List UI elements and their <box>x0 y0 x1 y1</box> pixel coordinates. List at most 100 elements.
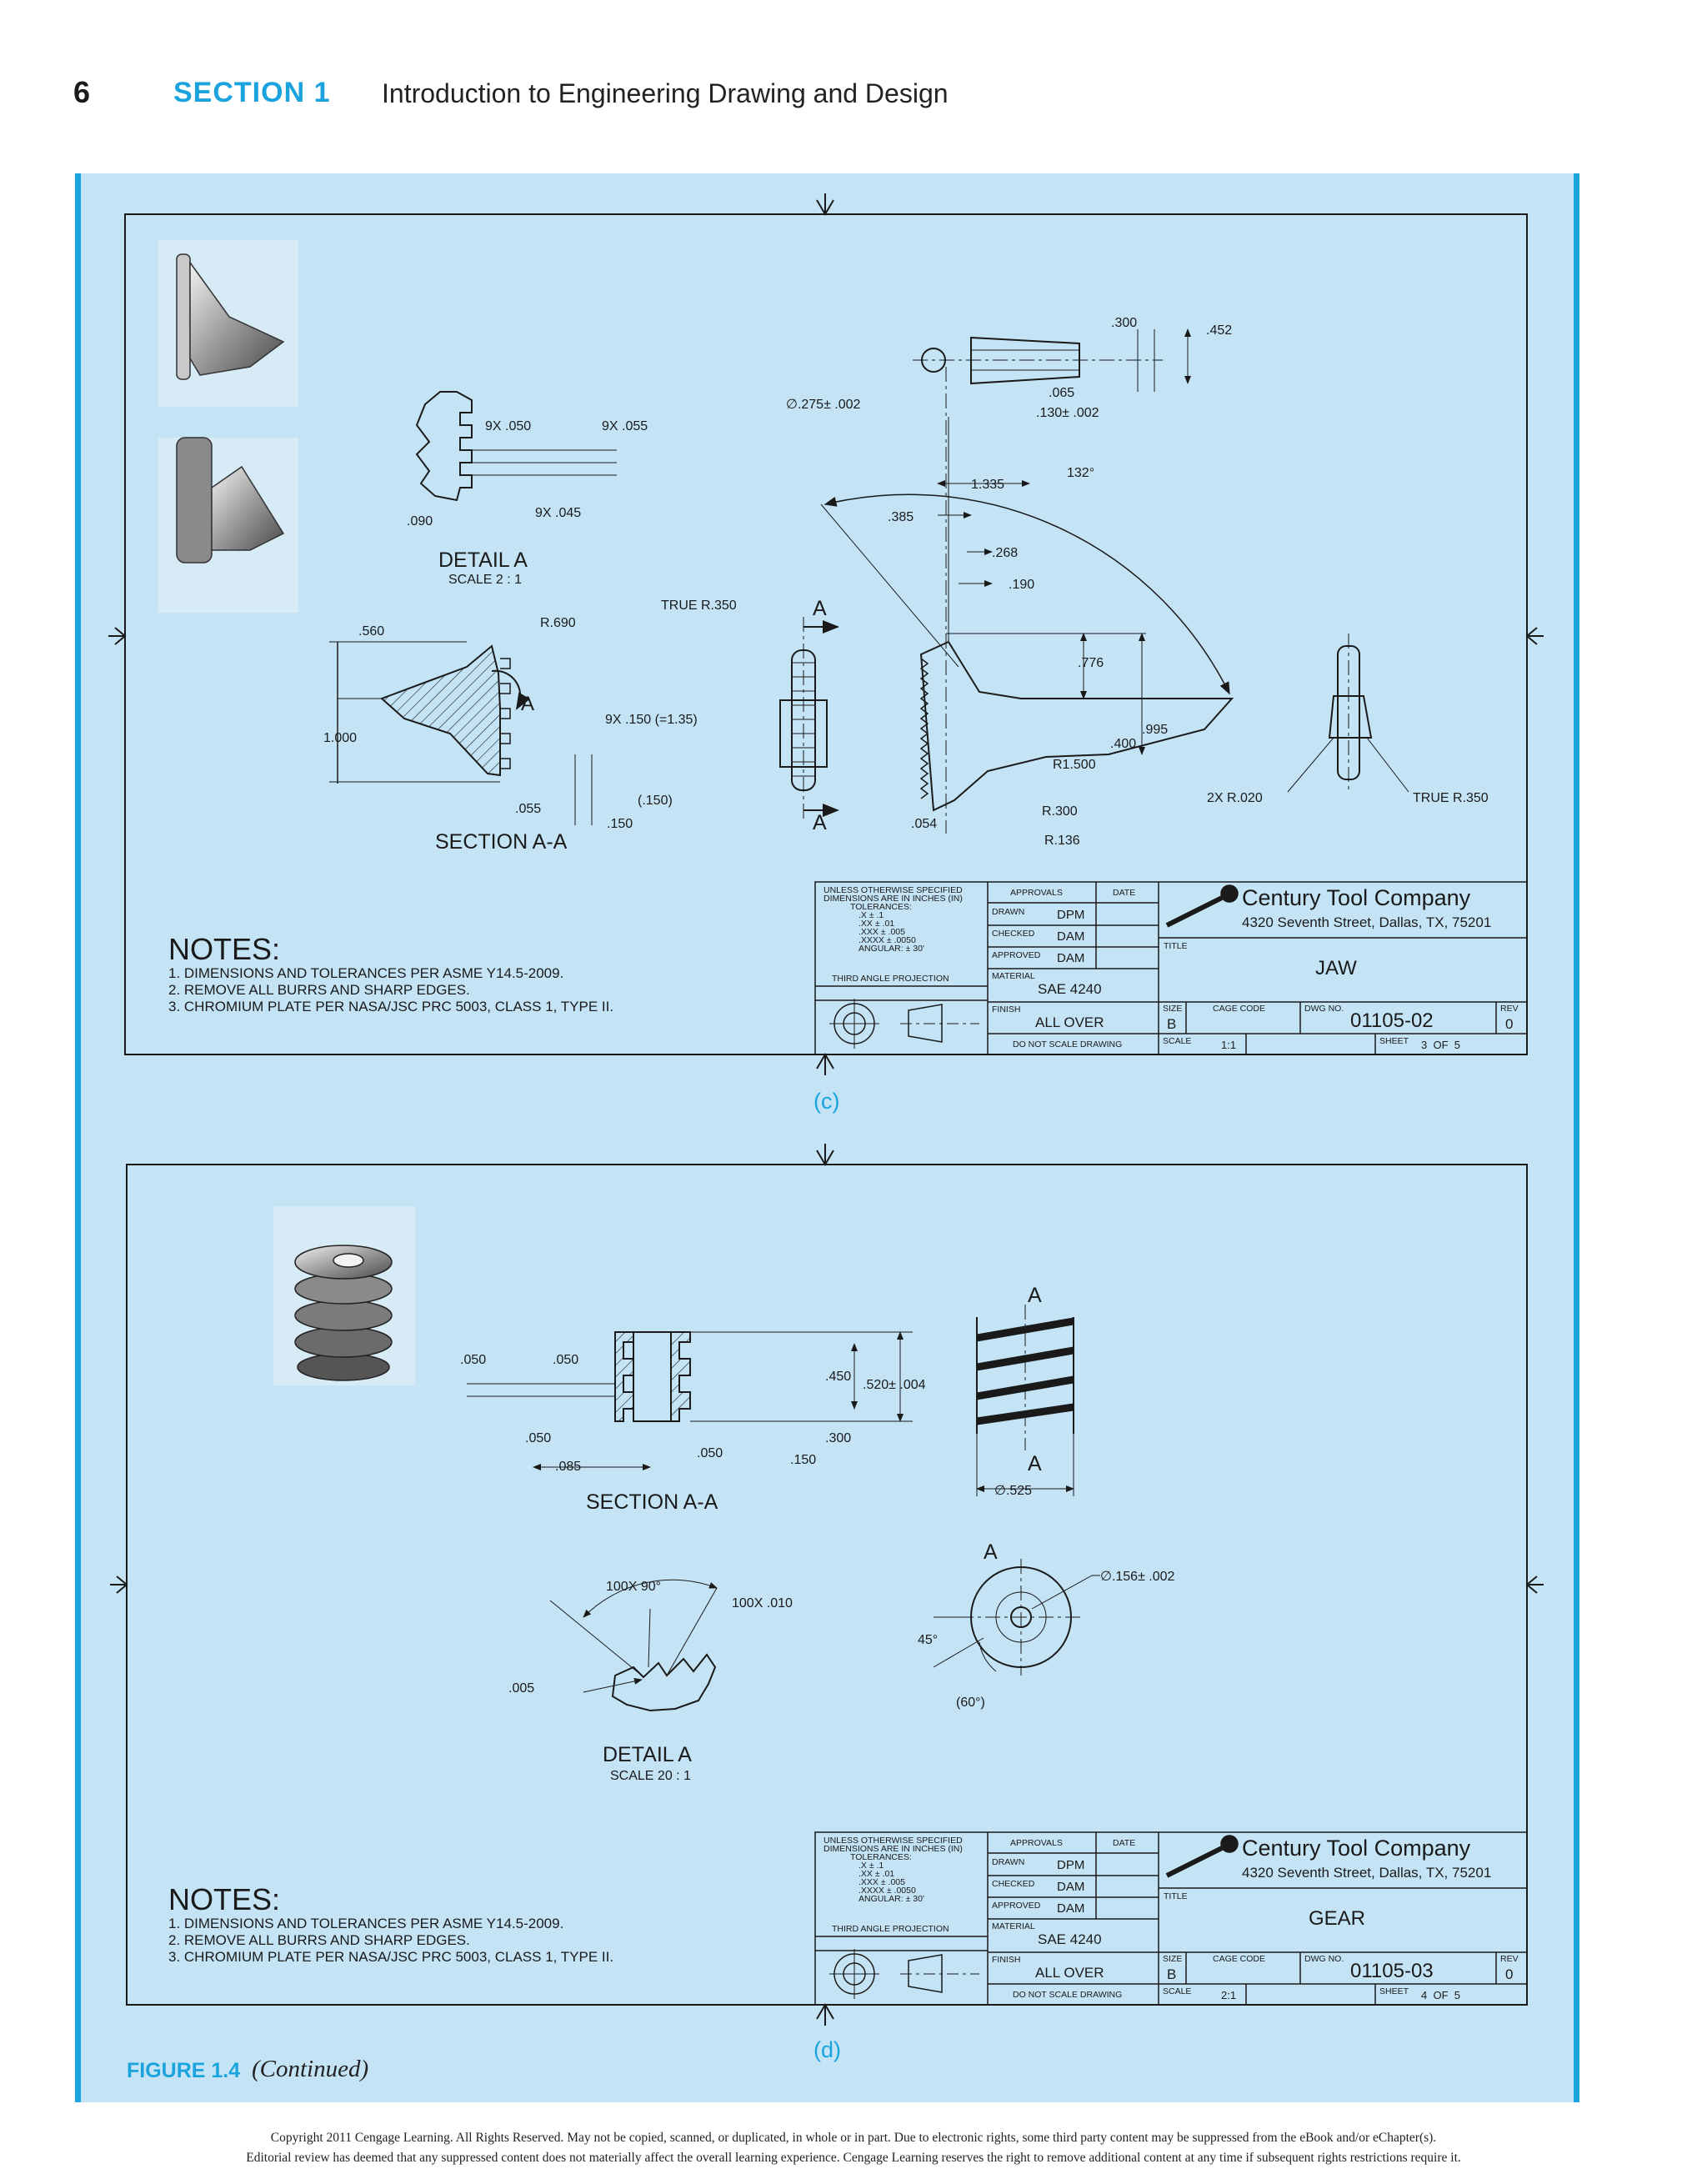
dim-050-a: .050 <box>460 1353 486 1367</box>
tb-c-material-lbl: MATERIAL <box>992 971 1035 981</box>
dim-r300: R.300 <box>1042 804 1078 819</box>
tb-d-tol-5: .XXX ± .005 <box>859 1877 905 1887</box>
drawing-d <box>110 1144 1544 2026</box>
tb-d-tol-3: .X ± .1 <box>859 1861 884 1871</box>
jaw-top-view <box>913 328 1191 392</box>
tb-d-tol-2: TOLERANCES: <box>850 1852 912 1862</box>
tb-c-date: DATE <box>1113 888 1135 898</box>
tb-c-rev: 0 <box>1505 1016 1513 1032</box>
tb-d-checked-lbl: CHECKED <box>992 1879 1035 1889</box>
dim-050-b: .050 <box>553 1353 578 1367</box>
detail-a-label-d: DETAIL A <box>603 1743 692 1766</box>
tb-c-drawn: DPM <box>1057 908 1084 922</box>
dim-065: .065 <box>1049 386 1074 400</box>
tb-c-checked-lbl: CHECKED <box>992 929 1035 939</box>
tb-d-sheet-lbl: SHEET <box>1379 1986 1409 1996</box>
tb-d-drawn: DPM <box>1057 1858 1084 1872</box>
tb-d-rev: 0 <box>1505 1966 1513 1982</box>
tb-d-rev-lbl: REV <box>1500 1954 1519 1964</box>
dim-050-d: .050 <box>697 1446 723 1460</box>
dim-300: .300 <box>1111 316 1137 330</box>
tb-d-drawn-lbl: DRAWN <box>992 1857 1024 1867</box>
dim-995: .995 <box>1142 723 1168 737</box>
gear-pictorial <box>273 1206 415 1385</box>
dim-450: .450 <box>825 1370 851 1384</box>
gear-top-view <box>933 1559 1100 1676</box>
tb-d-approvals: APPROVALS <box>1010 1838 1063 1848</box>
note-d-2: 2. REMOVE ALL BURRS AND SHARP EDGES. <box>168 1932 470 1948</box>
tb-c-tol-4: .XX ± .01 <box>859 919 894 929</box>
caption-d: (d) <box>813 2037 841 2062</box>
dim-190: .190 <box>1009 578 1034 592</box>
tb-d-size: B <box>1167 1966 1176 1982</box>
page-number: 6 <box>73 75 91 109</box>
tb-d-tol-4: .XX ± .01 <box>859 1869 894 1879</box>
tb-c-scale: 1:1 <box>1221 1039 1236 1051</box>
title-block-d-text: UNLESS OTHERWISE SPECIFIED DIMENSIONS AR… <box>823 1836 1519 2001</box>
cut-marker-a-5: A <box>1028 1452 1042 1475</box>
dim-9x150: 9X .150 (=1.35) <box>605 713 698 727</box>
tb-c-approvals: APPROVALS <box>1010 888 1063 898</box>
cut-marker-a-1: A <box>521 693 534 715</box>
figure-panel <box>75 173 1579 2102</box>
tb-d-material: SAE 4240 <box>1038 1931 1102 1947</box>
dim-true350a: TRUE R.350 <box>661 599 737 613</box>
tb-c-tol-2: TOLERANCES: <box>850 902 912 912</box>
cut-marker-a-6: A <box>984 1540 998 1564</box>
dim-2xr020: 2X R.020 <box>1207 791 1263 805</box>
panel-accent-bar-left <box>75 173 81 2102</box>
tb-d-scale: 2:1 <box>1221 1989 1236 2001</box>
dim-085: .085 <box>555 1460 581 1474</box>
tb-c-finish-lbl: FINISH <box>992 1004 1020 1014</box>
gear-thread-view <box>976 1305 1074 1496</box>
tb-c-address: 4320 Seventh Street, Dallas, TX, 75201 <box>1242 914 1491 930</box>
dim-776: .776 <box>1078 656 1104 670</box>
tb-d-tol-1: DIMENSIONS ARE IN INCHES (IN) <box>823 1844 963 1854</box>
copyright-line-1: Copyright 2011 Cengage Learning. All Rig… <box>270 2131 1437 2145</box>
detail-a-gear <box>549 1579 718 1712</box>
tb-d-approved: DAM <box>1057 1901 1084 1916</box>
section-aa-label-c: SECTION A-A <box>435 830 568 854</box>
tb-c-tol-5: .XXX ± .005 <box>859 927 905 937</box>
dim-090: .090 <box>407 514 433 528</box>
dim-dia525: ∅.525 <box>994 1484 1032 1498</box>
dim-60: (60°) <box>956 1696 985 1710</box>
centering-marks-d <box>110 1144 1544 2026</box>
tb-c-approved-lbl: APPROVED <box>992 950 1041 960</box>
tb-c-sheet-lbl: SHEET <box>1379 1036 1409 1046</box>
tb-c-rev-lbl: REV <box>1500 1004 1519 1014</box>
tb-c-dwg-no: 01105-02 <box>1350 1009 1434 1032</box>
jaw-side-view <box>779 617 839 821</box>
dim-9x050: 9X .050 <box>485 419 531 433</box>
section-aa-jaw <box>329 641 593 825</box>
tb-d-sheet: 4 OF 5 <box>1421 1989 1460 2001</box>
dim-385: .385 <box>888 510 914 524</box>
tb-c-drawn-lbl: DRAWN <box>992 907 1024 917</box>
tb-d-title: GEAR <box>1309 1907 1365 1930</box>
tb-d-finish: ALL OVER <box>1035 1965 1104 1981</box>
tb-c-tol-6: .XXXX ± .0050 <box>859 935 916 945</box>
dim-dia275: ∅.275± .002 <box>786 398 861 412</box>
note-d-1: 1. DIMENSIONS AND TOLERANCES PER ASME Y1… <box>168 1916 564 1931</box>
dim-9x045: 9X .045 <box>535 506 581 520</box>
tb-c-size: B <box>1167 1016 1176 1032</box>
tb-d-do-not-scale: DO NOT SCALE DRAWING <box>1013 1990 1122 2000</box>
dim-1000: 1.000 <box>323 731 357 745</box>
tb-c-title-lbl: TITLE <box>1164 941 1188 951</box>
note-d-3: 3. CHROMIUM PLATE PER NASA/JSC PRC 5003,… <box>168 1949 614 1965</box>
tb-c-dwg-lbl: DWG NO. <box>1304 1004 1344 1014</box>
dim-r136: R.136 <box>1044 834 1080 848</box>
title-block-d <box>814 1831 1528 2006</box>
section-label: SECTION 1 <box>173 77 331 108</box>
section-aa-gear <box>467 1331 913 1470</box>
jaw-end-view <box>1287 634 1409 793</box>
detail-a-scale-d: SCALE 20 : 1 <box>610 1769 691 1783</box>
cut-marker-a-4: A <box>1028 1284 1042 1307</box>
tb-c-sheet: 3 OF 5 <box>1421 1039 1460 1051</box>
centering-marks-c <box>108 193 1544 1075</box>
note-c-2: 2. REMOVE ALL BURRS AND SHARP EDGES. <box>168 982 470 998</box>
figure-label: FIGURE 1.4 <box>127 2059 241 2082</box>
copyright-line-2: Editorial review has deemed that any sup… <box>246 2151 1461 2165</box>
jaw-front-view <box>820 367 1234 834</box>
